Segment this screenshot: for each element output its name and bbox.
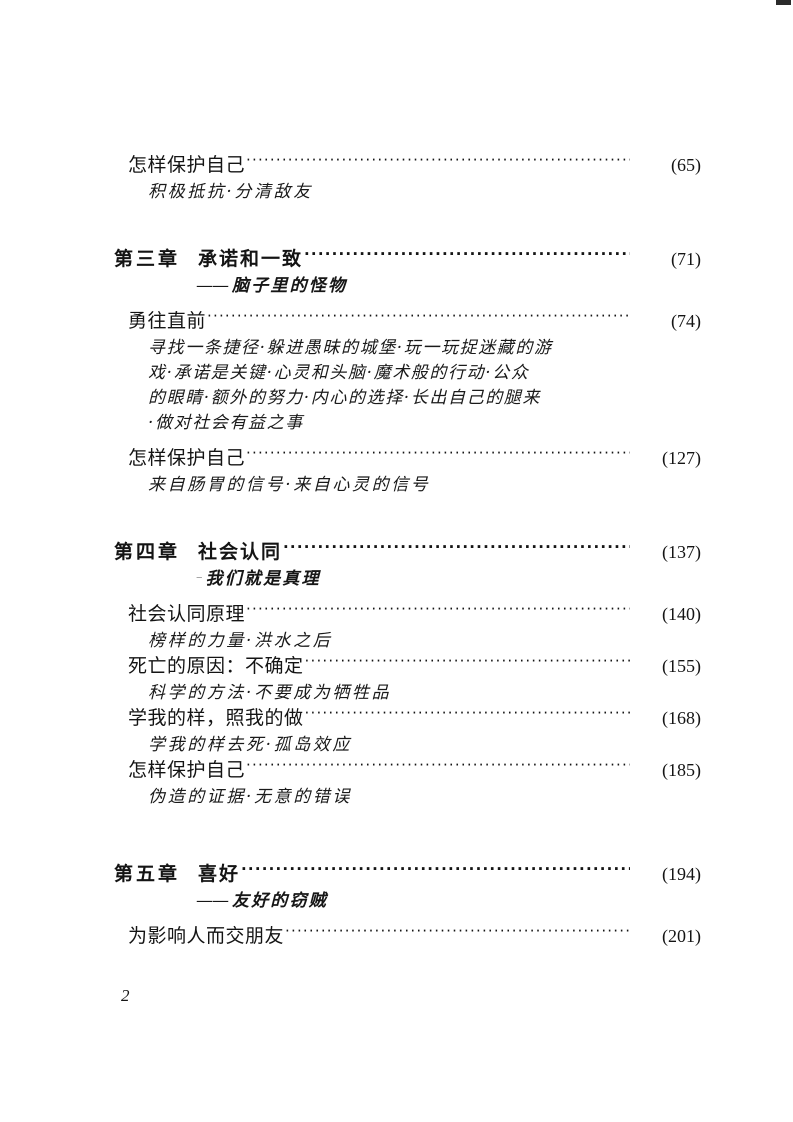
chapter-number: 第三章 [114,248,181,270]
toc-chapter-label: 第四章社会认同 [114,537,282,564]
chapter-subtitle-text: 我们就是真理 [205,569,321,589]
toc-entry-label: 怎样保护自己 [128,759,246,781]
em-dash: —— [196,891,229,911]
toc-chapter-label: 第三章承诺和一致 [114,244,303,271]
table-of-contents: 怎样保护自己 ·································… [114,150,793,948]
leader-dots: ········································… [241,861,630,878]
toc-subentry: 戏·承诺是关键·心灵和头脑·魔术般的行动·公众 [148,363,530,383]
toc-subentry: 榜样的力量·洪水之后 [148,631,333,651]
toc-page-number: (201) [662,926,701,946]
toc-page-number: (155) [662,656,701,676]
toc-entry-label: 死亡的原因：不确定 [128,655,304,677]
chapter-subtitle: –我们就是真理 [196,564,793,589]
toc-page-number: (74) [671,311,701,331]
toc-subentry: 来自肠胃的信号·来自心灵的信号 [148,475,431,495]
chapter-title: 承诺和一致 [198,248,304,270]
toc-entry-label: 社会认同原理 [128,603,246,625]
chapter-subtitle-text: 脑子里的怪物 [232,276,348,296]
toc-subentry: 伪造的证据·无意的错误 [148,787,353,807]
toc-subentry: ·做对社会有益之事 [148,413,304,433]
toc-entry-label: 怎样保护自己 [128,447,246,469]
leader-dots: ········································… [207,308,630,325]
toc-entry[interactable]: 怎样保护自己 ·································… [128,150,701,177]
scan-artifact-mark [776,0,791,5]
leader-dots: ········································… [304,705,630,722]
chapter-subtitle: ——脑子里的怪物 [196,271,793,296]
toc-page-number: (194) [662,864,701,884]
toc-subentry: 积极抵抗·分清敌友 [148,182,313,202]
chapter-subtitle-text: 友好的窃贼 [232,891,328,911]
chapter-title: 喜好 [198,863,241,885]
chapter-subtitle: ——友好的窃贼 [196,886,793,911]
em-dash: – [196,570,202,585]
toc-entry-label: 学我的样，照我的做 [128,707,304,729]
toc-entry[interactable]: 死亡的原因：不确定 ······························… [128,651,701,678]
toc-page-number: (127) [662,448,701,468]
page-folio-number: 2 [121,986,130,1005]
toc-chapter-heading[interactable]: 第四章社会认同 ································… [114,537,701,564]
toc-subentry: 学我的样去死·孤岛效应 [148,735,353,755]
toc-entry-label: 为影响人而交朋友 [128,925,285,947]
chapter-title: 社会认同 [198,541,283,563]
leader-dots: ········································… [246,152,630,169]
toc-entry[interactable]: 怎样保护自己 ·································… [128,443,701,470]
toc-page-number: (185) [662,760,701,780]
toc-page-number: (65) [671,155,701,175]
toc-chapter-heading[interactable]: 第五章喜好 ··································… [114,859,701,886]
leader-dots: ········································… [246,757,630,774]
leader-dots: ········································… [283,539,630,556]
toc-chapter-label: 第五章喜好 [114,859,240,886]
toc-entry[interactable]: 怎样保护自己 ·································… [128,755,701,782]
toc-entry-label: 勇往直前 [128,310,207,332]
toc-subentry: 科学的方法·不要成为牺牲品 [148,683,392,703]
toc-page-number: (71) [671,249,701,269]
leader-dots: ········································… [304,653,630,670]
leader-dots: ········································… [246,601,630,618]
toc-page-number: (168) [662,708,701,728]
toc-entry-label: 怎样保护自己 [128,154,246,176]
leader-dots: ········································… [304,246,630,263]
toc-entry[interactable]: 社会认同原理 ·································… [128,599,701,626]
leader-dots: ········································… [285,923,630,940]
leader-dots: ········································… [246,445,630,462]
toc-page-number: (140) [662,604,701,624]
toc-entry[interactable]: 为影响人而交朋友 ·······························… [128,921,701,948]
toc-subentry: 的眼睛·额外的努力·内心的选择·长出自己的腿来 [148,388,542,408]
em-dash: —— [196,276,229,296]
toc-entry[interactable]: 勇往直前 ···································… [128,306,701,333]
toc-chapter-heading[interactable]: 第三章承诺和一致 ·······························… [114,244,701,271]
chapter-number: 第四章 [114,541,181,563]
toc-entry[interactable]: 学我的样，照我的做 ······························… [128,703,701,730]
chapter-number: 第五章 [114,863,181,885]
toc-page-number: (137) [662,542,701,562]
toc-subentry: 寻找一条捷径·躲进愚昧的城堡·玩一玩捉迷藏的游 [148,338,553,358]
